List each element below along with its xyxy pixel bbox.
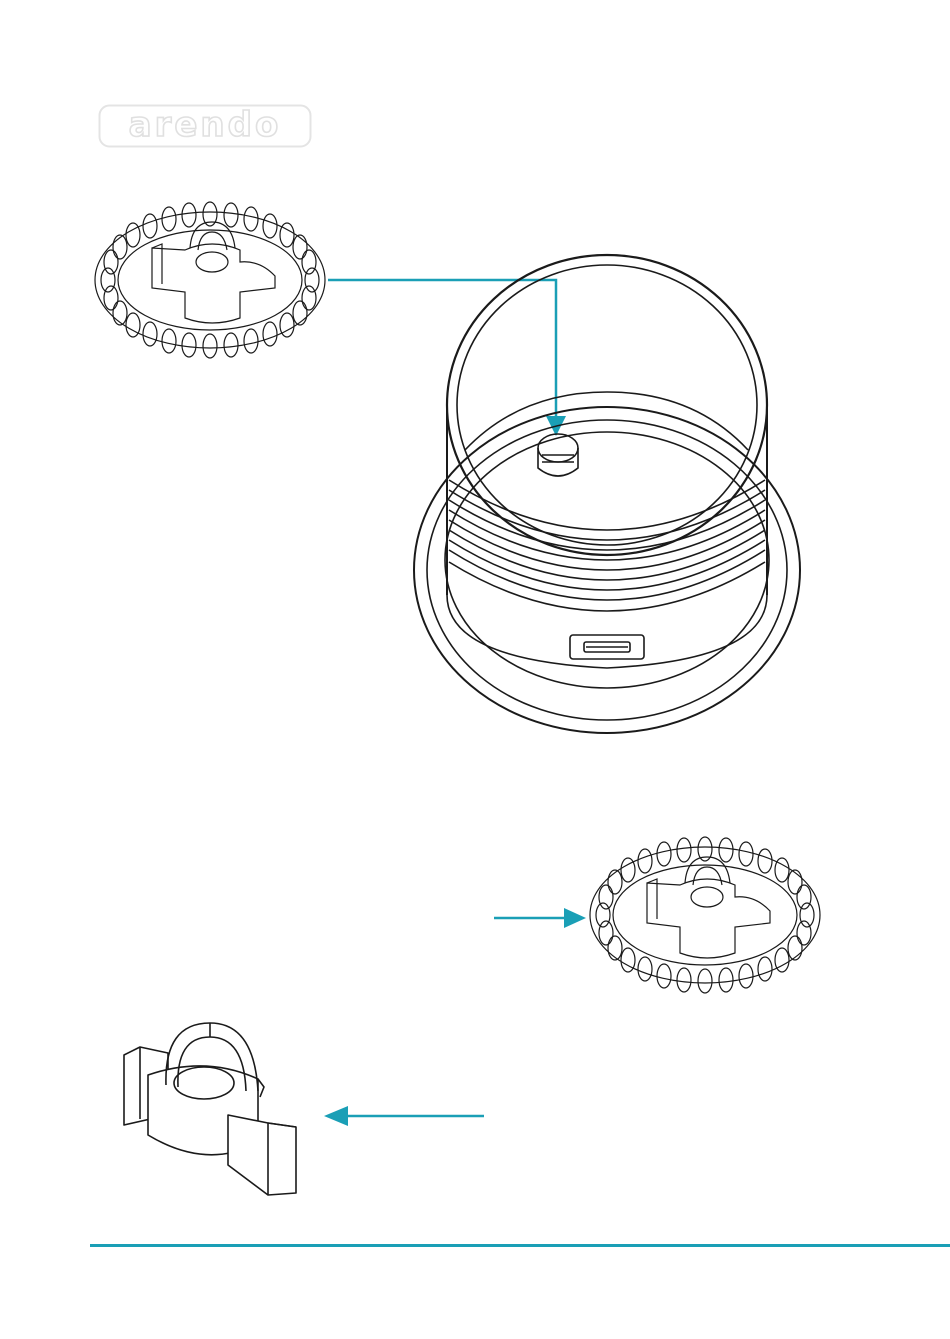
footer-divider [90, 1244, 950, 1247]
pointer-arrow-right [490, 900, 590, 936]
clip-latch [118, 1015, 303, 1200]
arendo-logo: arendo [98, 104, 312, 148]
svg-text:arendo: arendo [129, 105, 282, 145]
spring-clip-ring-bottom [585, 835, 825, 995]
spring-clip-ring-top [90, 200, 330, 360]
pointer-arrow-left [320, 1098, 488, 1134]
desk-grommet [410, 250, 805, 740]
